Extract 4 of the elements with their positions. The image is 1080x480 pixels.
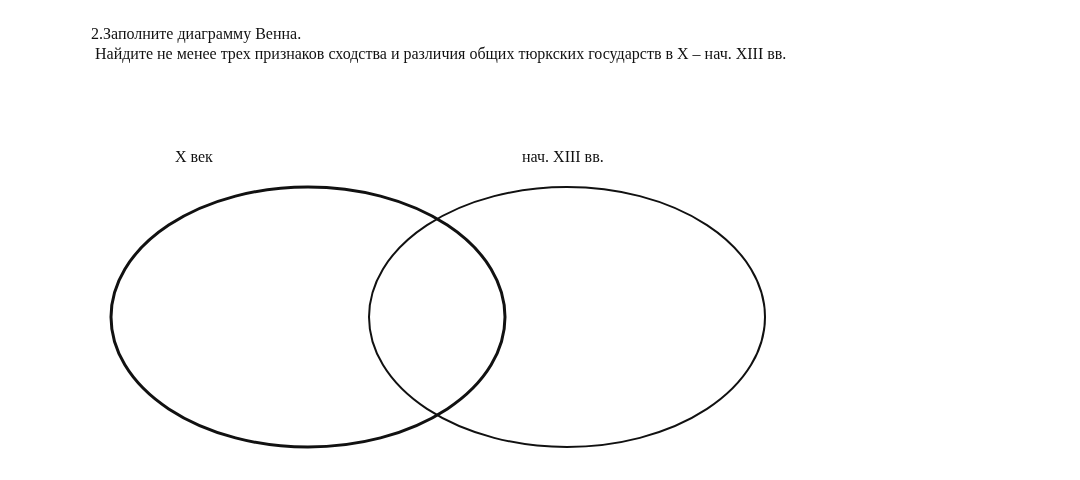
ellipse-heading: X век (175, 148, 213, 166)
task-title: 2.Заполните диаграмму Венна. (91, 24, 302, 44)
task-instruction: Найдите не менее трех признаков сходства и различия общих тюркских государств в X – нач. XIII вв. (95, 44, 788, 64)
ellipse-heading: нач. XIII вв. (522, 148, 604, 166)
